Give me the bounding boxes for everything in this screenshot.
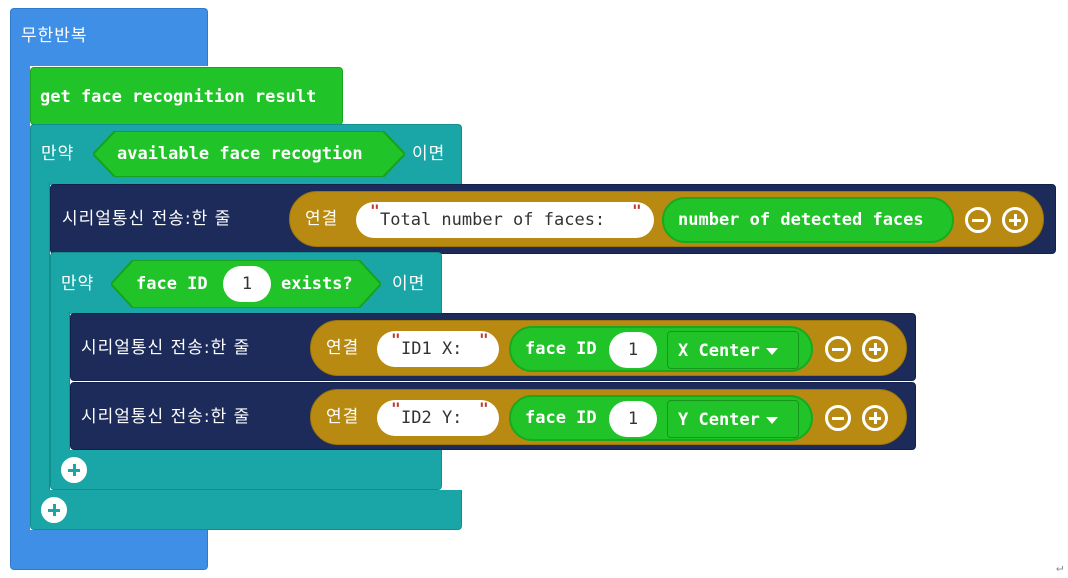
- join-label: 연결: [305, 209, 339, 229]
- if-outer-bottom: [30, 490, 462, 530]
- if-inner-if-label: 만약: [61, 274, 95, 294]
- face-id-label: face ID: [136, 274, 208, 294]
- forever-block[interactable]: 무한반복: [10, 8, 208, 66]
- if-outer-side: [30, 183, 50, 493]
- join-block-1[interactable]: 연결 " Total number of faces: " number of …: [289, 191, 1044, 247]
- face-id-value-input[interactable]: 1: [223, 266, 271, 302]
- plus-circle-icon[interactable]: [1002, 207, 1028, 233]
- if-inner-side: [50, 312, 70, 452]
- plus-circle-icon[interactable]: [862, 405, 888, 431]
- face-id-label: face ID: [525, 408, 597, 428]
- join-label: 연결: [326, 407, 360, 427]
- plus-circle-icon[interactable]: [862, 336, 888, 362]
- close-quote-icon: ": [479, 399, 489, 418]
- serial-writeline-block-2[interactable]: 시리얼통신 전송:한 줄 연결 " ID1 X: " face ID 1 X C…: [70, 313, 916, 381]
- text-input-1-value: Total number of faces:: [380, 210, 606, 230]
- face-id-value-input[interactable]: 1: [609, 332, 657, 368]
- forever-label: 무한반복: [21, 26, 88, 46]
- forever-block-side: [10, 62, 30, 536]
- y-center-dropdown[interactable]: Y Center: [667, 400, 799, 438]
- if-inner-bottom: [50, 450, 442, 490]
- join-block-2[interactable]: 연결 " ID1 X: " face ID 1 X Center: [310, 320, 907, 376]
- close-quote-icon: ": [479, 330, 489, 349]
- close-quote-icon: ": [632, 201, 642, 220]
- if-outer-then-label: 이면: [412, 144, 446, 164]
- face-id-reporter-block-x[interactable]: face ID 1 X Center: [509, 326, 813, 372]
- x-center-dropdown[interactable]: X Center: [667, 331, 799, 369]
- face-id-reporter-block-y[interactable]: face ID 1 Y Center: [509, 395, 813, 441]
- if-outer-block[interactable]: 만약 available face recogtion 이면: [30, 124, 462, 185]
- if-outer-condition-label: available face recogtion: [117, 144, 363, 164]
- get-face-recognition-label: get face recognition result: [40, 87, 317, 107]
- if-outer-if-label: 만약: [41, 144, 75, 164]
- add-circle-icon[interactable]: [41, 497, 67, 523]
- serial-writeline-block-1[interactable]: 시리얼통신 전송:한 줄 연결 " Total number of faces:…: [50, 184, 1056, 254]
- number-of-detected-faces-block[interactable]: number of detected faces: [662, 197, 954, 243]
- minus-circle-icon[interactable]: [825, 336, 851, 362]
- minus-circle-icon[interactable]: [965, 207, 991, 233]
- minus-circle-icon[interactable]: [825, 405, 851, 431]
- serial-writeline-label: 시리얼통신 전송:한 줄: [62, 209, 232, 229]
- open-quote-icon: ": [391, 399, 401, 418]
- face-id-label: face ID: [525, 339, 597, 359]
- open-quote-icon: ": [391, 330, 401, 349]
- text-input-2[interactable]: " ID1 X: ": [377, 331, 499, 367]
- y-center-dropdown-label: Y Center: [678, 410, 778, 430]
- open-quote-icon: ": [370, 201, 380, 220]
- join-label: 연결: [326, 338, 360, 358]
- if-outer-condition-shape[interactable]: [93, 131, 405, 177]
- text-input-3-value: ID2 Y:: [401, 408, 463, 428]
- add-circle-icon[interactable]: [61, 457, 87, 483]
- exists-label: exists?: [281, 274, 353, 294]
- face-id-value-input[interactable]: 1: [609, 401, 657, 437]
- serial-writeline-block-3[interactable]: 시리얼통신 전송:한 줄 연결 " ID2 Y: " face ID 1 Y C…: [70, 382, 916, 450]
- text-input-2-value: ID1 X:: [401, 339, 463, 359]
- forever-block-bottom: [10, 530, 208, 570]
- serial-writeline-label: 시리얼통신 전송:한 줄: [81, 407, 251, 427]
- chevron-down-icon: [765, 347, 778, 355]
- number-of-detected-faces-label: number of detected faces: [678, 210, 924, 230]
- get-face-recognition-block[interactable]: get face recognition result: [30, 67, 343, 125]
- x-center-dropdown-label: X Center: [678, 341, 778, 361]
- text-input-1[interactable]: " Total number of faces: ": [356, 202, 654, 238]
- chevron-down-icon: [765, 416, 778, 424]
- return-mark-icon: ↵: [1056, 560, 1064, 574]
- join-block-3[interactable]: 연결 " ID2 Y: " face ID 1 Y Center: [310, 389, 907, 445]
- if-inner-block[interactable]: 만약 face ID 1 exists? 이면: [50, 252, 442, 314]
- if-inner-then-label: 이면: [392, 274, 426, 294]
- text-input-3[interactable]: " ID2 Y: ": [377, 400, 499, 436]
- serial-writeline-label: 시리얼통신 전송:한 줄: [81, 338, 251, 358]
